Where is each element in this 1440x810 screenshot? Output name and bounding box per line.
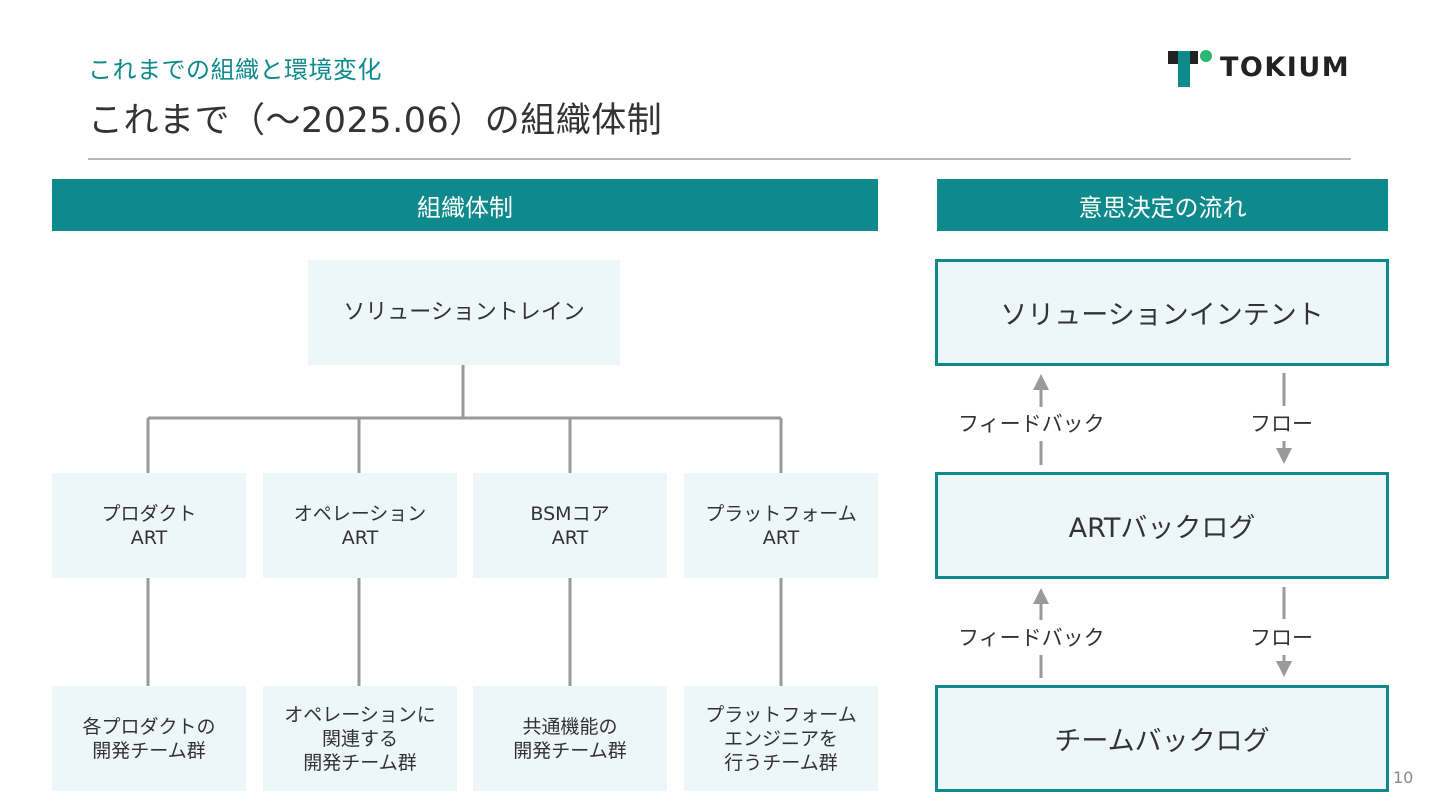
section-subtitle: これまでの組織と環境変化 [88, 56, 382, 84]
flow-label-upper: フロー [1250, 412, 1313, 436]
feedback-label-upper: フィードバック [958, 412, 1105, 436]
org-header: 組織体制 [52, 179, 878, 231]
solution-train-box: ソリューショントレイン [308, 260, 620, 365]
team-box-common: 共通機能の 開発チーム群 [473, 686, 667, 791]
flow-header: 意思決定の流れ [937, 179, 1388, 231]
team-backlog-box: チームバックログ [935, 685, 1389, 792]
logo-wordmark: TOKIUM [1220, 52, 1351, 83]
title-divider [88, 158, 1351, 160]
art-box-bsm-core: BSMコア ART [473, 473, 667, 578]
art-backlog-box: ARTバックログ [935, 472, 1389, 579]
logo-mark-icon [1168, 50, 1212, 87]
art-box-operation: オペレーション ART [263, 473, 457, 578]
flow-label-lower: フロー [1250, 626, 1313, 650]
arrow-down-icon [1276, 448, 1292, 464]
art-box-product: プロダクト ART [52, 473, 246, 578]
page-title: これまで（〜2025.06）の組織体制 [88, 101, 663, 141]
arrow-down-icon [1276, 661, 1292, 677]
company-logo: TOKIUM [1168, 48, 1358, 88]
feedback-label-lower: フィードバック [958, 626, 1105, 650]
page-number: 10 [1393, 768, 1414, 787]
solution-intent-box: ソリューションインテント [935, 259, 1389, 366]
art-box-platform: プラットフォーム ART [684, 473, 878, 578]
arrow-up-icon [1033, 374, 1049, 390]
arrow-up-icon [1033, 588, 1049, 604]
team-box-platform: プラットフォーム エンジニアを 行うチーム群 [684, 686, 878, 791]
team-box-operation: オペレーションに 関連する 開発チーム群 [263, 686, 457, 791]
team-box-product: 各プロダクトの 開発チーム群 [52, 686, 246, 791]
